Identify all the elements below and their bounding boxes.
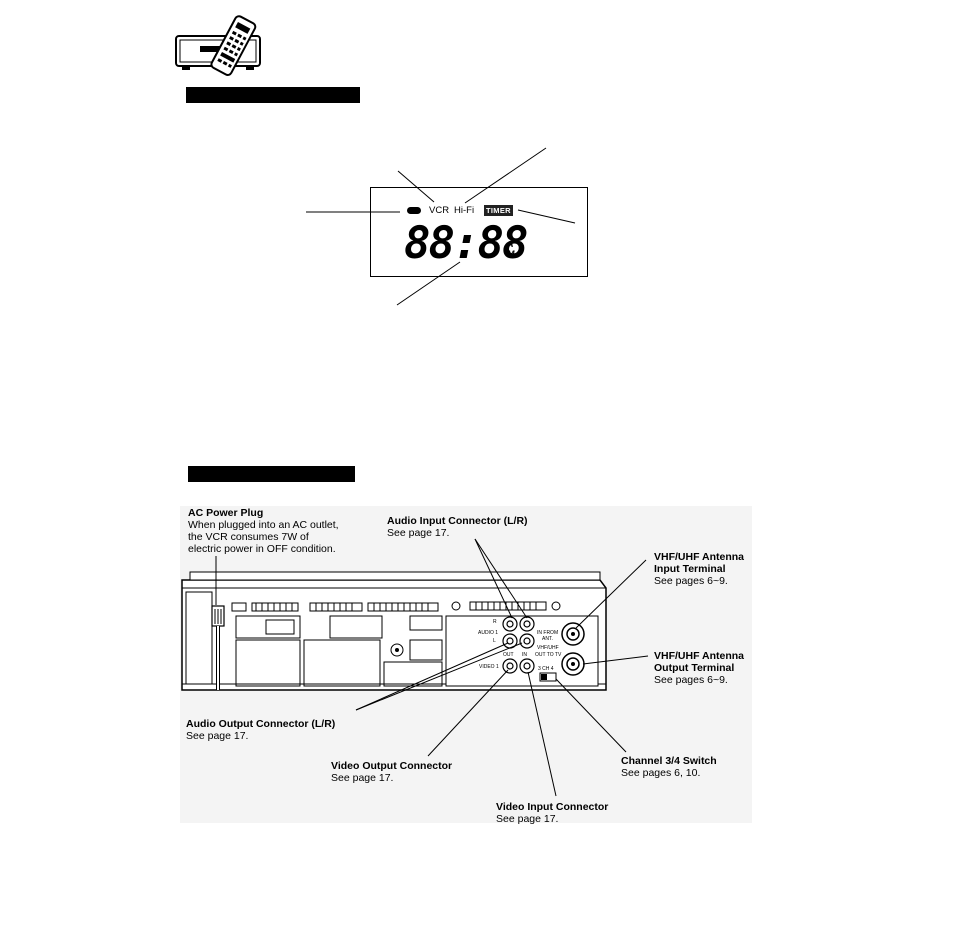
vcr-rear-panel <box>181 571 607 691</box>
panel-label-in: IN <box>522 652 527 658</box>
audio-input-label: Audio Input Connector (L/R) See page 17. <box>387 515 528 539</box>
vhf-output-ref: See pages 6~9. <box>654 674 728 686</box>
panel-label-out-to-tv: OUT TO TV <box>535 652 562 658</box>
channel-switch-title: Channel 3/4 Switch <box>621 755 717 767</box>
vhf-input-title-1: VHF/UHF Antenna <box>654 551 745 563</box>
vcr-remote-icon <box>175 15 261 76</box>
vhf-input-ref: See pages 6~9. <box>654 575 728 587</box>
ac-power-plug-title: AC Power Plug <box>188 507 264 519</box>
video-input-ref: See page 17. <box>496 813 559 825</box>
recording-indicator-icon <box>407 207 421 214</box>
panel-label-ant: ANT. <box>542 636 553 642</box>
channel-switch-label: Channel 3/4 Switch See pages 6, 10. <box>621 755 717 779</box>
ac-power-plug-desc-2: the VCR consumes 7W of <box>188 531 309 543</box>
panel-label-vhf-uhf: VHF/UHF <box>537 645 559 651</box>
display-panel <box>370 187 588 277</box>
vhf-input-label: VHF/UHF Antenna Input Terminal See pages… <box>654 551 744 587</box>
video-output-ref: See page 17. <box>331 772 394 784</box>
am-indicator: A <box>507 239 514 249</box>
hifi-indicator: Hi-Fi <box>454 205 475 216</box>
panel-label-r: R <box>493 619 497 625</box>
panel-label-ch: 3 CH 4 <box>538 666 554 672</box>
panel-label-video1: VIDEO 1 <box>479 664 499 670</box>
section-header-bar <box>186 87 360 103</box>
vhf-output-title-2: Output Terminal <box>654 662 735 674</box>
video-input-title: Video Input Connector <box>496 801 609 813</box>
video-output-title: Video Output Connector <box>331 760 453 772</box>
ac-power-plug-label: AC Power Plug When plugged into an AC ou… <box>188 507 339 555</box>
vhf-output-title-1: VHF/UHF Antenna <box>654 650 745 662</box>
audio-input-ref: See page 17. <box>387 527 450 539</box>
channel-switch-ref: See pages 6, 10. <box>621 767 701 779</box>
vhf-input-title-2: Input Terminal <box>654 563 726 575</box>
ac-power-plug-desc-3: electric power in OFF condition. <box>188 543 336 555</box>
video-output-label: Video Output Connector See page 17. <box>331 760 452 784</box>
audio-output-title: Audio Output Connector (L/R) <box>186 718 336 730</box>
pm-indicator: M <box>507 249 515 259</box>
audio-input-title: Audio Input Connector (L/R) <box>387 515 528 527</box>
panel-label-out: OUT <box>503 652 514 658</box>
video-input-label: Video Input Connector See page 17. <box>496 801 608 825</box>
clock-digits: 88:88 <box>404 218 528 269</box>
display-callout-lines <box>306 147 576 306</box>
vcr-indicator: VCR <box>429 205 450 216</box>
section-header-bar-2 <box>188 466 355 482</box>
audio-output-ref: See page 17. <box>186 730 249 742</box>
ac-power-plug-desc-1: When plugged into an AC outlet, <box>188 519 339 531</box>
vhf-output-label: VHF/UHF Antenna Output Terminal See page… <box>654 650 744 686</box>
panel-label-audio1: AUDIO 1 <box>478 630 499 636</box>
audio-output-label: Audio Output Connector (L/R) See page 17… <box>186 718 335 742</box>
panel-label-in-from: IN FROM <box>537 630 559 636</box>
timer-indicator: TIMER <box>484 205 513 216</box>
panel-label-l: L <box>493 638 496 644</box>
